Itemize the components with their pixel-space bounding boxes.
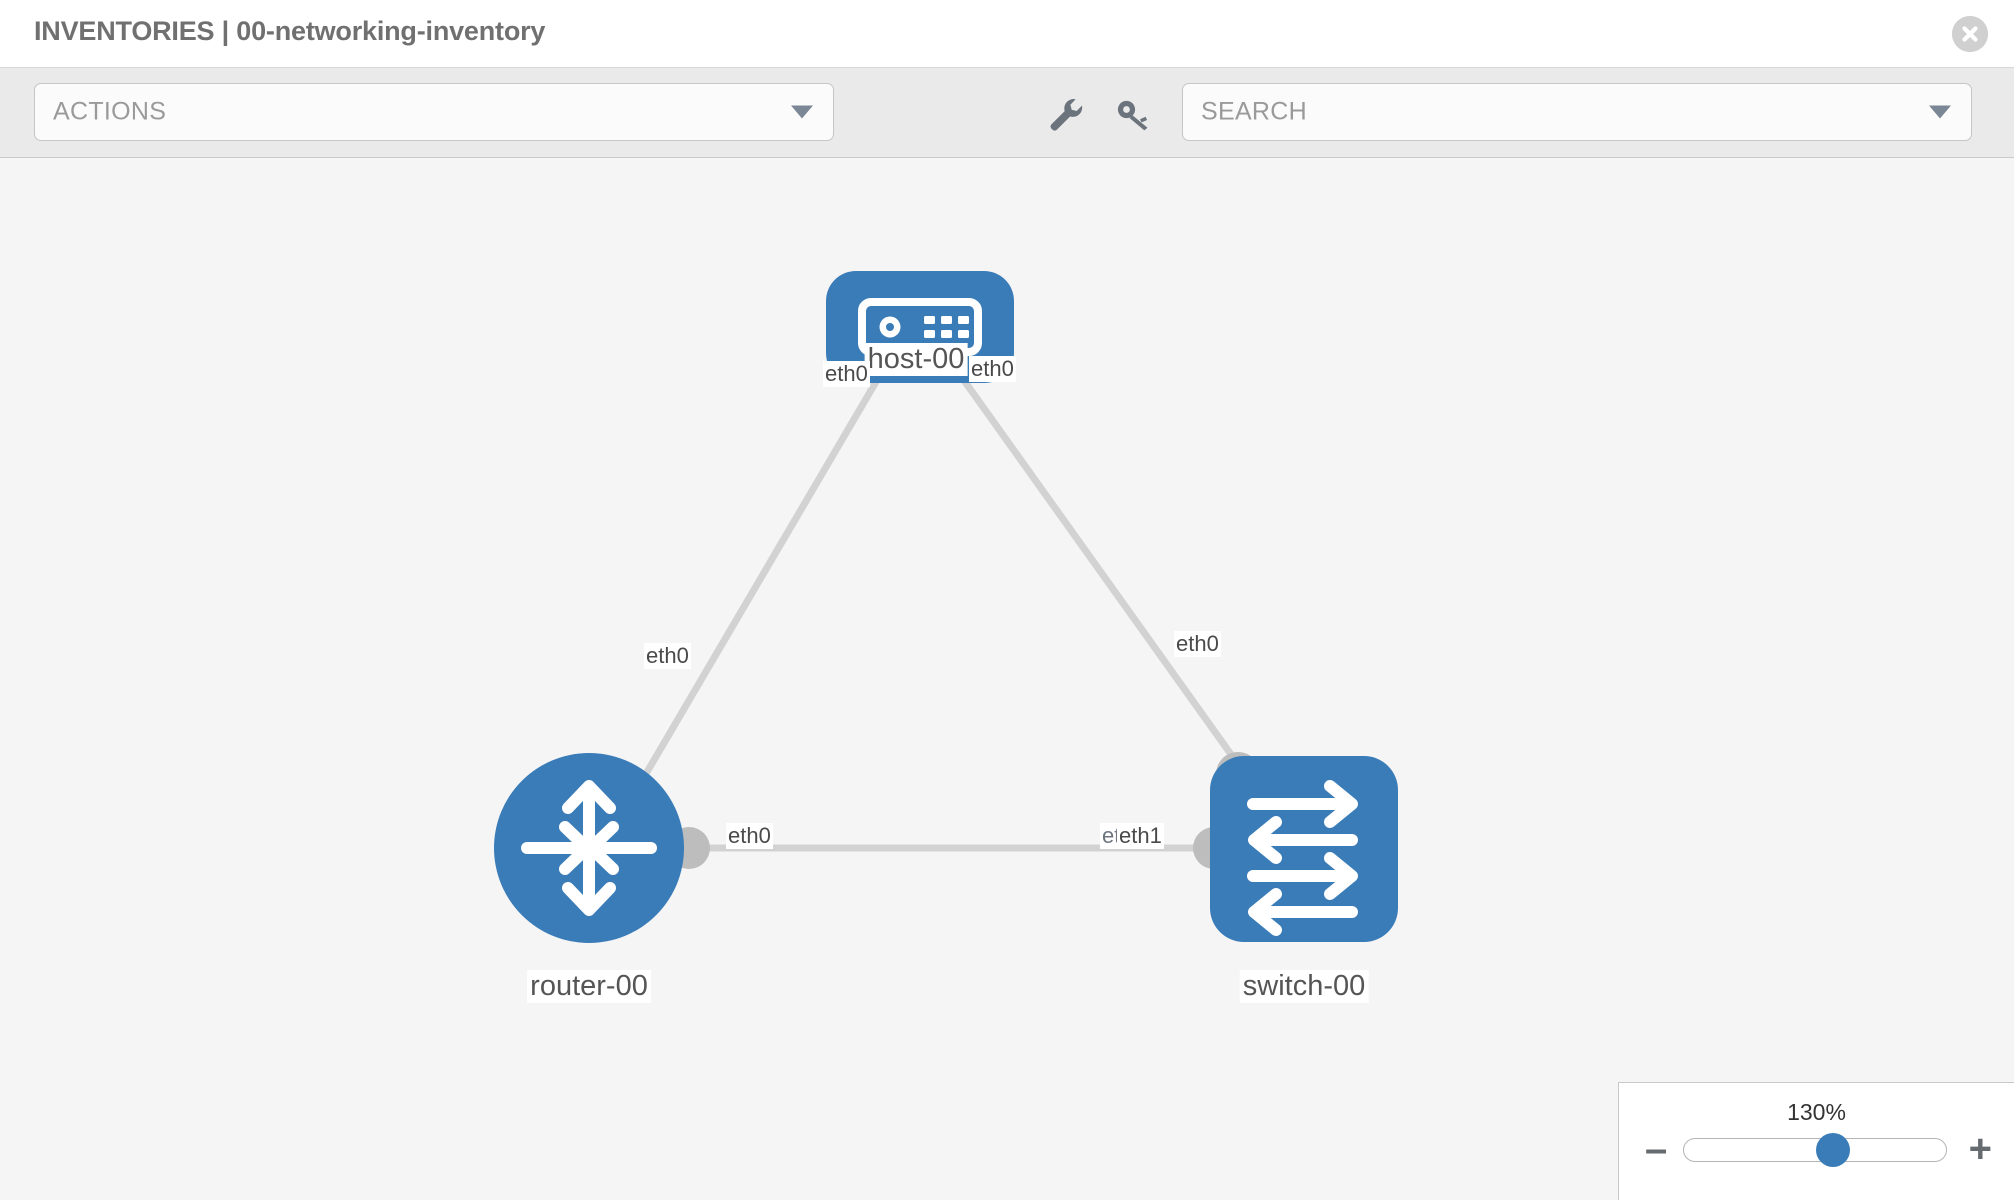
minus-icon[interactable]: – — [1645, 1127, 1668, 1171]
link-host-switch[interactable] — [945, 355, 1258, 791]
node-label-switch-00: switch-00 — [1239, 970, 1369, 1003]
node-switch-00[interactable] — [1210, 756, 1398, 942]
wrench-icon[interactable] — [1046, 96, 1086, 132]
link-host-router[interactable] — [616, 356, 894, 820]
close-icon[interactable] — [1952, 16, 1988, 52]
topology-graph — [494, 271, 1398, 943]
edge-label-router-up-eth0: eth0 — [644, 643, 691, 669]
node-label-host-00: host-00 — [864, 343, 968, 376]
node-label-router-00: router-00 — [527, 970, 651, 1003]
chevron-down-icon — [1929, 105, 1951, 119]
page-header: INVENTORIES | 00-networking-inventory — [0, 0, 2014, 68]
node-router-00[interactable] — [494, 753, 684, 943]
zoom-percent-label: 130% — [1787, 1099, 1846, 1125]
toolbar: ACTIONS SEARCH — [0, 68, 2014, 158]
router-icon — [521, 780, 657, 916]
chevron-down-icon — [791, 105, 813, 119]
actions-dropdown[interactable]: ACTIONS — [34, 83, 834, 141]
plus-icon[interactable]: + — [1968, 1127, 1992, 1171]
zoom-slider-thumb[interactable] — [1816, 1133, 1851, 1167]
page-title: INVENTORIES | 00-networking-inventory — [34, 16, 546, 46]
switch-icon — [1247, 780, 1358, 936]
actions-dropdown-value: ACTIONS — [53, 97, 167, 126]
topology-links — [616, 355, 1258, 852]
search-input-placeholder: SEARCH — [1201, 97, 1307, 126]
key-icon[interactable] — [1114, 96, 1154, 132]
zoom-control-panel: 130% – + — [1618, 1082, 2014, 1200]
edge-label-host-left-eth0: eth0 — [823, 361, 870, 387]
search-dropdown[interactable]: SEARCH — [1182, 83, 1972, 141]
edge-label-router-right-eth0: eth0 — [726, 823, 773, 849]
edge-label-switch-left-eth1: eth1 — [1117, 823, 1164, 849]
topology-connectors — [668, 319, 1260, 869]
edge-label-host-right-eth0: eth0 — [969, 356, 1016, 382]
zoom-slider[interactable] — [1683, 1133, 1947, 1167]
topology-canvas[interactable]: host-00 router-00 switch-00 eth0 eth0 et… — [0, 158, 2014, 1200]
edge-label-switch-up-eth0: eth0 — [1174, 631, 1221, 657]
